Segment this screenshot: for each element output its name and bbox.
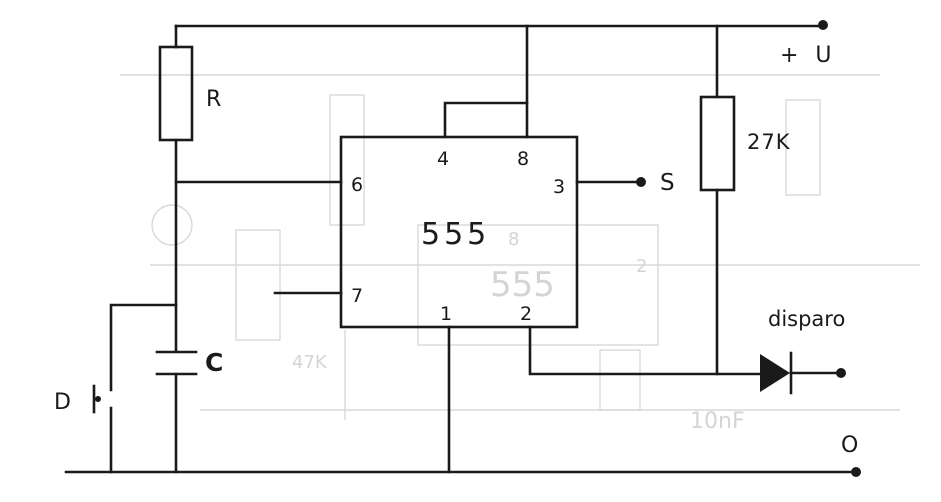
ground-terminal-dot xyxy=(851,467,861,477)
diode-anode-triangle xyxy=(760,354,790,392)
output-terminal-dot xyxy=(636,177,646,187)
label-ground-o: O xyxy=(841,433,858,458)
ghost-circle xyxy=(151,204,193,246)
label-27k: 27K xyxy=(747,130,791,154)
wire-switch-top xyxy=(109,303,178,392)
trigger-terminal-dot xyxy=(836,368,846,378)
timing-branch xyxy=(92,24,343,474)
wire-pin4 xyxy=(443,101,529,139)
trigger-diode xyxy=(760,351,846,395)
resistor-27k-branch xyxy=(699,24,736,376)
ghost-text-555: 555 xyxy=(490,265,555,305)
pin-label-3: 3 xyxy=(553,176,565,198)
ic-555 xyxy=(273,24,762,474)
supply-rail xyxy=(174,20,828,30)
ground-rail xyxy=(64,467,861,477)
ghost-text-2: 2 xyxy=(636,256,647,277)
ic-555-body xyxy=(339,135,579,329)
label-supply-u: + U xyxy=(780,43,832,68)
ghost-text-47k: 47K xyxy=(292,352,328,373)
bleed-through-layer: 555 10nF 47K 8 2 xyxy=(120,74,920,434)
supply-terminal-dot xyxy=(818,20,828,30)
pin-label-6: 6 xyxy=(351,174,363,196)
pin-label-2: 2 xyxy=(520,303,532,325)
ghost-resistor xyxy=(235,229,281,341)
ghost-resistor-3 xyxy=(785,99,821,196)
ghost-text-8: 8 xyxy=(508,229,519,250)
ghost-ic-box xyxy=(417,224,659,346)
switch-d-pivot xyxy=(95,396,101,402)
ghost-resistor-2 xyxy=(329,94,365,226)
wire-pin2 xyxy=(528,325,762,376)
label-output-s: S xyxy=(660,170,675,196)
label-trigger: disparo xyxy=(768,307,845,331)
pin-label-4: 4 xyxy=(437,148,449,170)
pin-label-1: 1 xyxy=(440,303,452,325)
ghost-capacitor xyxy=(599,349,641,411)
resistor-27k xyxy=(699,95,736,192)
resistor-r xyxy=(158,45,194,142)
pin-label-7: 7 xyxy=(351,285,363,307)
labels: R C D 27K + U S O disparo 555 4 8 6 3 7 … xyxy=(54,43,858,458)
label-d: D xyxy=(54,390,71,415)
ghost-text-10nf: 10nF xyxy=(690,409,745,434)
pin-label-8: 8 xyxy=(517,148,529,170)
label-r: R xyxy=(206,87,221,112)
label-c: C xyxy=(205,348,223,377)
ic-name-label: 555 xyxy=(421,217,490,252)
